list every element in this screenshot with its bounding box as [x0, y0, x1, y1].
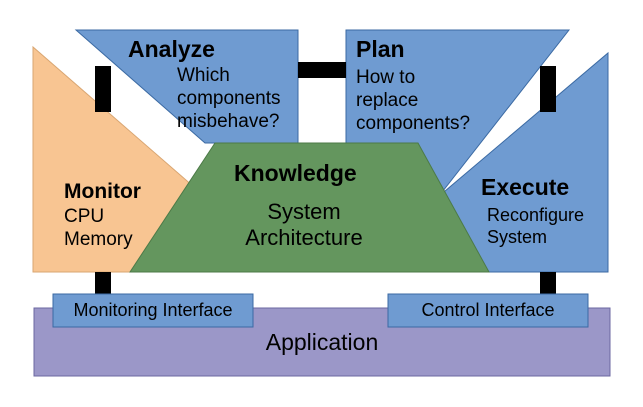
- execute-interface-connector: [540, 272, 556, 294]
- knowledge-text: System Architecture: [245, 199, 363, 251]
- monitor-analyze-connector: [95, 66, 111, 112]
- knowledge-title: Knowledge: [234, 160, 357, 186]
- plan-execute-connector: [540, 66, 556, 112]
- control-interface-label: Control Interface: [421, 300, 555, 320]
- knowledge-shape: [129, 142, 490, 273]
- analyze-plan-connector: [298, 62, 346, 78]
- plan-text: How to replace components?: [356, 67, 471, 134]
- analyze-text: Which components misbehave?: [177, 65, 281, 132]
- application-label: Application: [265, 329, 379, 355]
- execute-title: Execute: [481, 174, 570, 200]
- monitor-interface-connector: [95, 272, 111, 294]
- plan-title: Plan: [356, 36, 405, 62]
- analyze-title: Analyze: [128, 36, 215, 62]
- monitor-text: CPU Memory: [64, 206, 133, 250]
- monitoring-interface-label: Monitoring Interface: [73, 300, 233, 320]
- execute-text: Reconfigure System: [487, 205, 585, 247]
- monitor-title: Monitor: [64, 180, 141, 203]
- control-interface-box: [387, 293, 589, 328]
- monitoring-interface-box: [52, 293, 254, 328]
